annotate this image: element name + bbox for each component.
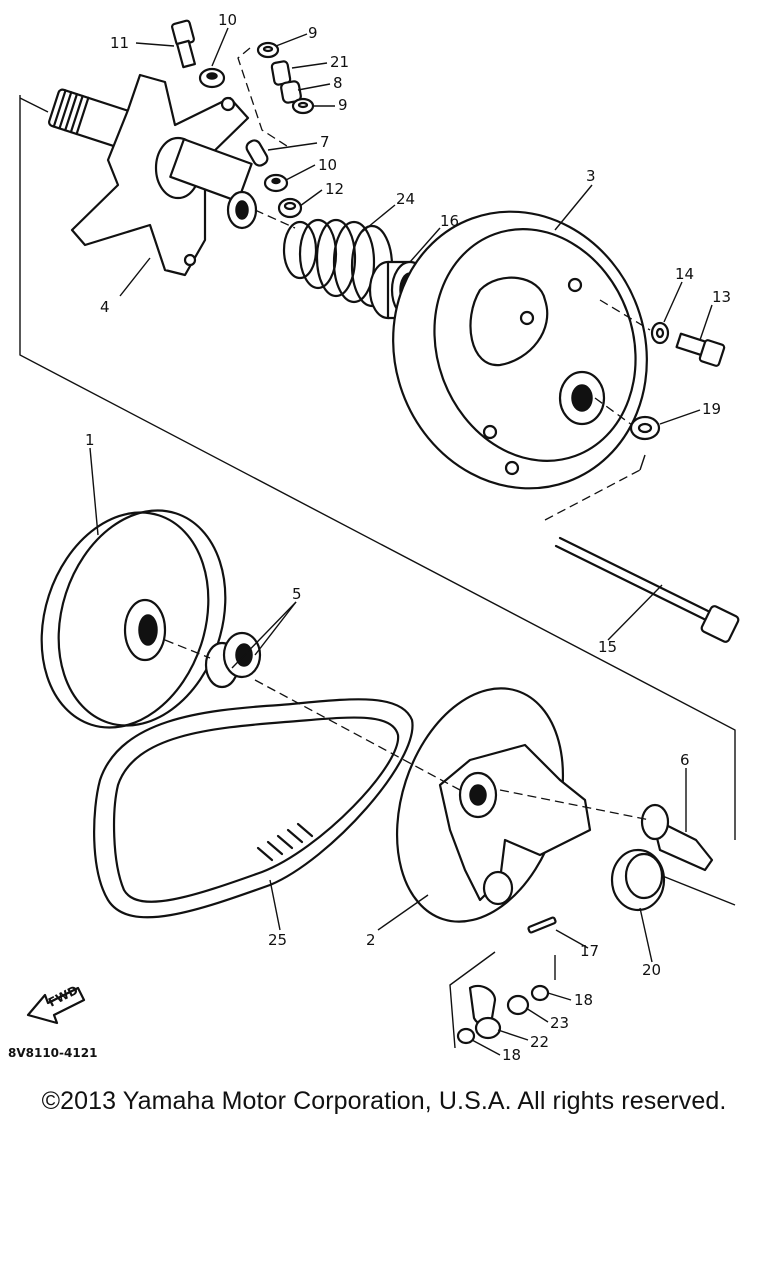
part-1-fixed-sheave	[40, 509, 227, 729]
callout-2: 2	[366, 931, 376, 949]
part-12-nut	[277, 197, 303, 219]
exploded-parts-diagram: FWD 8V8110-4121 11 10 9 21 8 9 7 10 12 2…	[8, 11, 740, 1064]
callout-13: 13	[712, 288, 731, 306]
callout-5: 5	[292, 585, 302, 603]
callout-23: 23	[550, 1014, 569, 1032]
part-25-belt	[93, 698, 414, 919]
callout-12: 12	[325, 180, 344, 198]
callout-14: 14	[675, 265, 694, 283]
callout-11: 11	[110, 34, 129, 52]
callout-4: 4	[100, 298, 110, 316]
part-10-nut-lower	[263, 173, 289, 193]
part-3-movable-sheave	[392, 210, 648, 490]
part-13-bolt	[675, 332, 726, 367]
part-18-washer-a	[530, 984, 550, 1002]
part-4-spider-hub	[48, 73, 258, 277]
part-19-washer	[629, 415, 661, 441]
part-6-sleeve	[640, 803, 714, 872]
copyright-notice: ©2013 Yamaha Motor Corporation, U.S.A. A…	[41, 1087, 727, 1115]
callout-1: 1	[85, 431, 95, 449]
part-8-roller	[280, 80, 302, 104]
lower-bracket	[449, 951, 556, 1049]
part-2-cam-assembly	[395, 687, 592, 923]
part-15-long-bolt	[554, 536, 740, 643]
part-18-washer-b	[456, 1027, 476, 1045]
callout-15: 15	[598, 638, 617, 656]
callout-numbers: 11 10 9 21 8 9 7 10 12 24 16 3 4 14 13 1…	[85, 11, 731, 1064]
part-20-ring	[610, 848, 666, 912]
callout-leaders	[89, 27, 713, 1056]
part-14-washer	[650, 321, 670, 345]
part-7-pin	[245, 139, 269, 167]
callout-8: 8	[333, 74, 343, 92]
part-10-nut-top	[198, 67, 226, 89]
callout-3: 3	[586, 167, 596, 185]
part-5-bushing	[204, 631, 262, 689]
callout-24: 24	[396, 190, 415, 208]
callout-22: 22	[530, 1033, 549, 1051]
callout-7: 7	[320, 133, 330, 151]
callout-18: 18	[574, 991, 593, 1009]
callout-10: 10	[318, 156, 337, 174]
callout-9: 9	[308, 24, 318, 42]
part-17-pin	[527, 916, 557, 934]
callout-19: 19	[702, 400, 721, 418]
assembly-axes	[164, 209, 651, 821]
part-22-roller	[474, 1016, 502, 1040]
part-11-bolt	[171, 19, 197, 69]
assembly-boundary	[19, 95, 736, 906]
callout-21: 21	[330, 53, 349, 71]
part-23-roller	[506, 994, 530, 1016]
subgroup-bracket	[237, 47, 291, 149]
callout-17: 17	[580, 942, 599, 960]
forward-arrow-icon: FWD	[26, 983, 86, 1025]
drawing-code: 8V8110-4121	[8, 1046, 97, 1060]
callout-16: 16	[440, 212, 459, 230]
callout-10: 10	[218, 11, 237, 29]
callout-18: 18	[502, 1046, 521, 1064]
callout-20: 20	[642, 961, 661, 979]
callout-25: 25	[268, 931, 287, 949]
callout-6: 6	[680, 751, 690, 769]
callout-9: 9	[338, 96, 348, 114]
part-9-washer-bottom	[291, 97, 315, 115]
part-9-washer-top	[256, 41, 280, 59]
